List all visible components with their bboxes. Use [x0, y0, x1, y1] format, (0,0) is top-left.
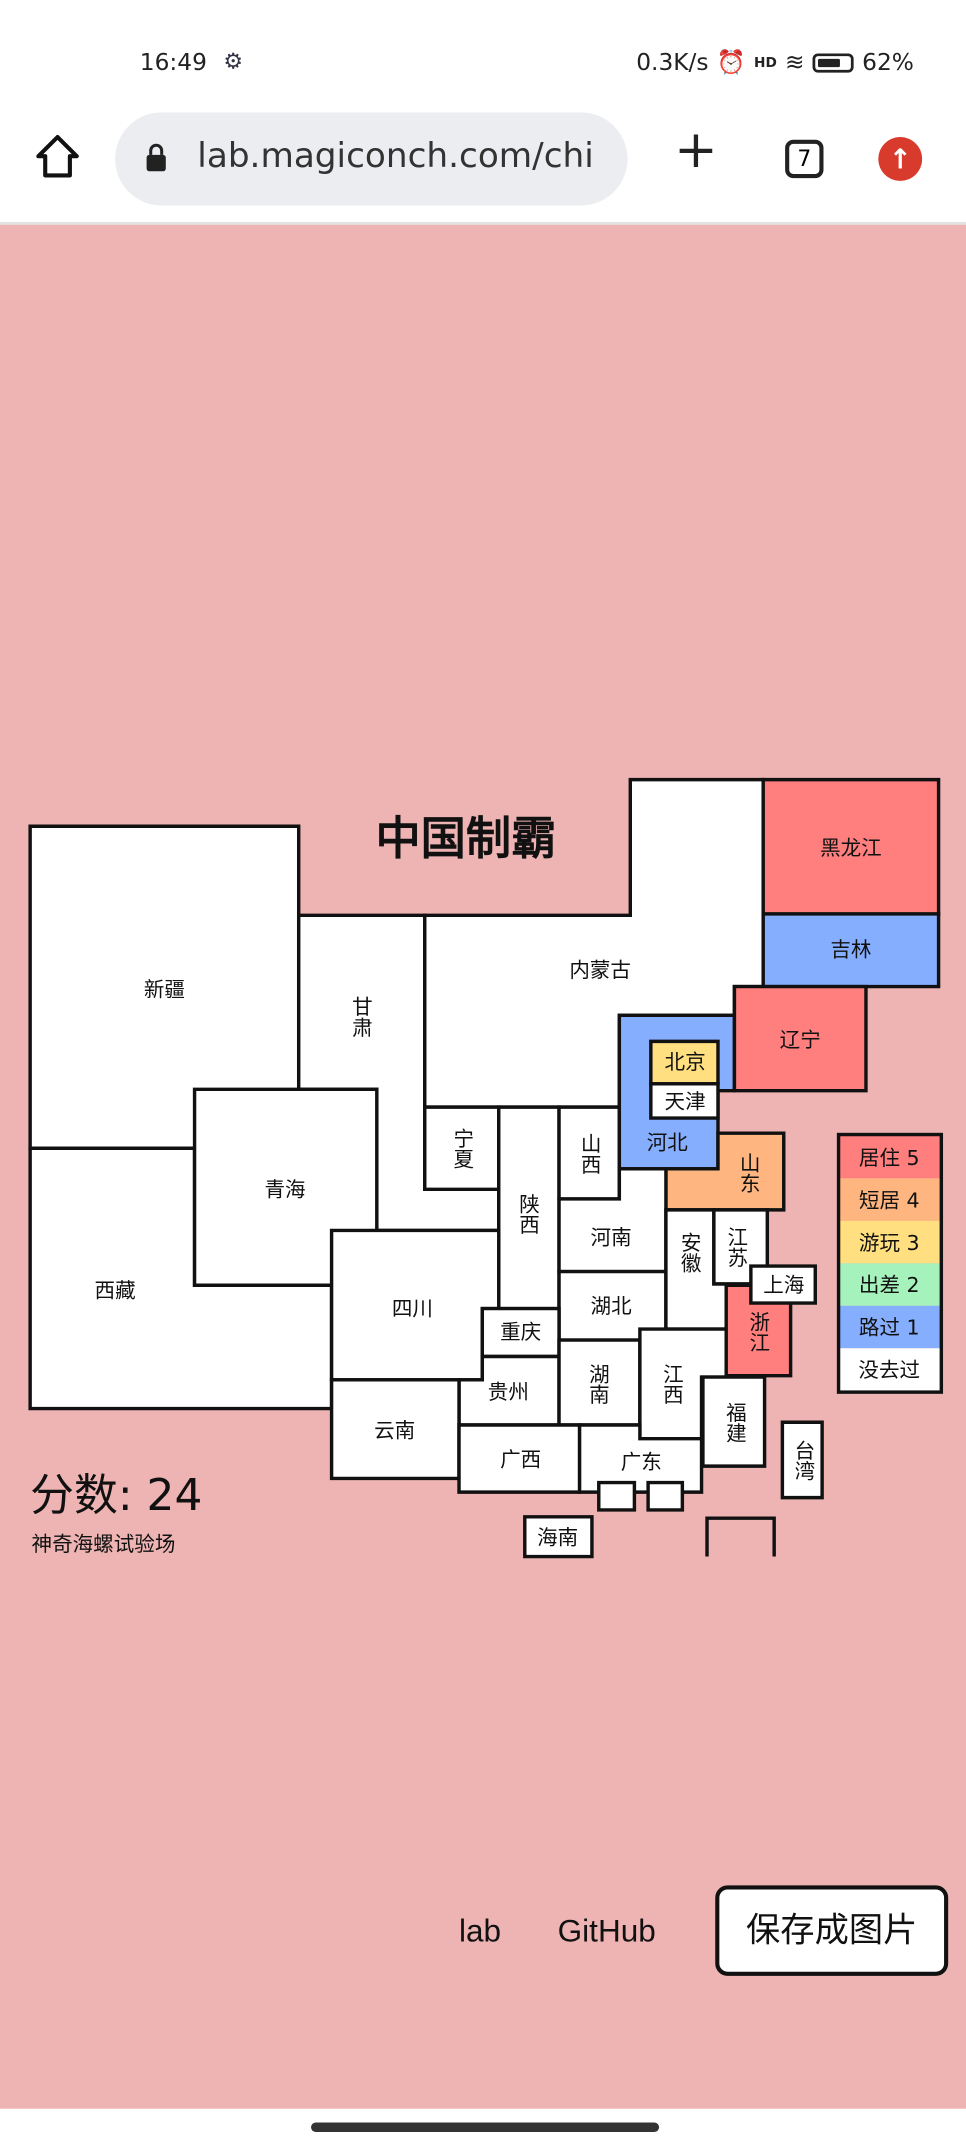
province-jilin[interactable] [761, 912, 941, 989]
legend: 居住 5 短居 4 游玩 3 出差 2 路过 1 没去过 [836, 1132, 944, 1394]
label-heilongjiang: 黑龙江 [820, 836, 882, 860]
lab-link[interactable]: lab [459, 1912, 502, 1949]
new-tab-button[interactable]: + [674, 119, 718, 180]
label-henan: 河南 [591, 1225, 632, 1249]
clock: 16:49 [139, 49, 207, 77]
label-guangdong: 广东 [621, 1450, 662, 1474]
home-icon[interactable] [33, 132, 82, 181]
label-shandong: 山东 [736, 1152, 760, 1193]
url-text[interactable]: lab.magiconch.com/chi [197, 135, 594, 176]
label-guizhou: 贵州 [488, 1380, 529, 1404]
save-as-image-button[interactable]: 保存成图片 [715, 1885, 949, 1976]
legend-swatch-3 [839, 1220, 940, 1264]
label-taiwan: 台湾 [791, 1440, 815, 1481]
lock-icon [146, 143, 166, 172]
battery-icon [812, 53, 854, 73]
label-shanxi: 山西 [577, 1133, 601, 1174]
label-liaoning: 辽宁 [780, 1028, 821, 1052]
label-ningxia: 宁夏 [450, 1128, 474, 1169]
address-bar[interactable]: lab.magiconch.com/chi [115, 112, 628, 206]
label-qinghai: 青海 [264, 1177, 305, 1201]
gesture-nav-bar[interactable] [311, 2122, 660, 2133]
label-xinjiang: 新疆 [144, 977, 185, 1001]
label-hunan: 湖南 [585, 1363, 609, 1404]
legend-label: 路过 1 [859, 1316, 920, 1340]
legend-swatch-4 [839, 1178, 940, 1221]
province-shanghai[interactable] [749, 1264, 817, 1305]
wifi-icon: ≋ [785, 49, 805, 77]
page-title: 中国制霸 [375, 812, 556, 865]
label-gansu: 甘肃 [348, 996, 372, 1037]
legend-label: 游玩 3 [859, 1231, 920, 1255]
label-yunnan: 云南 [374, 1418, 415, 1442]
legend-swatch-0 [839, 1348, 940, 1391]
settings-notification-icon: ⚙ [223, 47, 243, 74]
update-icon[interactable]: ↑ [878, 137, 923, 181]
label-jiangsu: 江苏 [724, 1226, 748, 1267]
tab-switcher-button[interactable]: 7 [785, 139, 824, 179]
label-hainan: 海南 [537, 1525, 578, 1549]
label-sichuan: 四川 [392, 1297, 433, 1321]
label-neimenggu: 内蒙古 [569, 958, 631, 982]
province-liaoning[interactable] [732, 984, 868, 1093]
legend-border [836, 1132, 944, 1394]
south-china-sea-bracket [705, 1516, 776, 1557]
legend-label: 居住 5 [859, 1146, 920, 1170]
label-hebei: 河北 [647, 1131, 689, 1155]
signal-icon: HD [753, 55, 777, 71]
province-guangdong[interactable] [577, 1423, 704, 1494]
legend-swatch-1 [839, 1305, 940, 1349]
province-hongkong[interactable] [597, 1480, 637, 1512]
score: 分数: 24 [30, 1468, 203, 1521]
legend-label: 短居 4 [859, 1188, 920, 1212]
label-xizang: 西藏 [95, 1279, 136, 1303]
province-tianjin[interactable] [649, 1082, 720, 1120]
province-macau[interactable] [646, 1480, 685, 1512]
label-chongqing: 重庆 [500, 1320, 541, 1344]
label-anhui: 安徽 [677, 1232, 701, 1273]
label-fujian: 福建 [722, 1402, 746, 1443]
site-subtitle: 神奇海螺试验场 [31, 1531, 176, 1557]
province-fujian[interactable] [701, 1375, 767, 1468]
legend-swatch-2 [839, 1263, 940, 1306]
province-hainan[interactable] [523, 1515, 594, 1559]
label-hubei: 湖北 [591, 1294, 633, 1318]
label-jilin: 吉林 [830, 938, 871, 962]
legend-label: 没去过 [858, 1358, 920, 1382]
legend-label: 出差 2 [859, 1273, 920, 1297]
label-tianjin: 天津 [665, 1090, 706, 1114]
label-jiangxi: 江西 [659, 1363, 683, 1404]
github-link[interactable]: GitHub [557, 1912, 656, 1949]
legend-swatch-5 [839, 1135, 940, 1179]
label-beijing: 北京 [665, 1050, 706, 1074]
alarm-icon: ⏰ [716, 49, 746, 77]
label-shaanxi: 陕西 [516, 1193, 540, 1234]
province-taiwan[interactable] [780, 1420, 824, 1500]
network-speed: 0.3K/s [636, 49, 709, 77]
label-shanghai: 上海 [763, 1273, 804, 1297]
label-guangxi: 广西 [500, 1447, 541, 1471]
label-zhejiang: 浙江 [746, 1311, 770, 1352]
status-bar: 16:49 ⚙ 0.3K/s ⏰ HD ≋ 62% [0, 41, 966, 88]
battery-percent: 62% [862, 49, 914, 77]
browser-toolbar: lab.magiconch.com/chi + 7 ↑ [0, 106, 966, 225]
